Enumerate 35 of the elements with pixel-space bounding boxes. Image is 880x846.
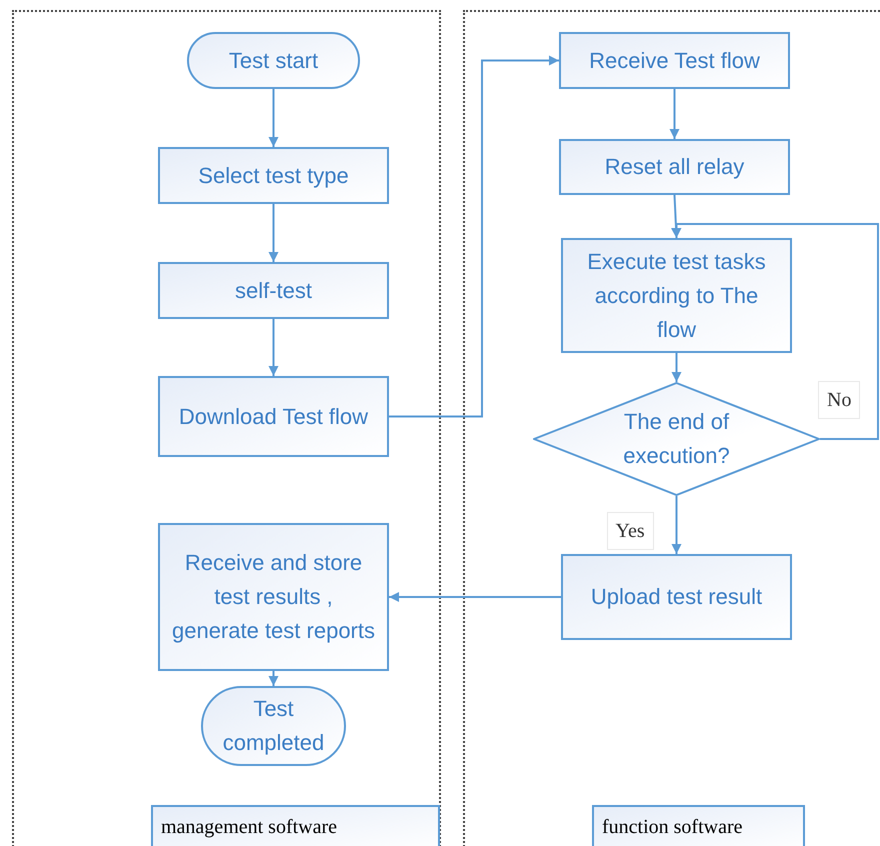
node-text: Download Test flow [178,402,368,430]
process-box [559,32,790,89]
arrow [268,671,278,686]
node-text: Test completed [222,695,326,757]
process-box [158,523,389,671]
lane-title: management software [161,815,338,840]
process-box [158,147,389,204]
arrow [389,592,561,602]
lane-label-box [592,805,805,846]
arrow [670,89,680,139]
process-box [561,238,792,353]
node-text: self-test [234,276,312,304]
process-box [158,376,389,457]
edge-label: No [818,381,860,419]
node-text: Receive Test flow [589,46,760,74]
process-box [561,554,792,640]
arrow [268,204,278,262]
arrow [672,496,682,554]
lane-title: function software [602,815,744,840]
process-box [158,262,389,319]
node-text: Receive and store test results , generate test reports [170,549,376,645]
edge-label: Yes [606,512,654,550]
node-text: Execute test tasks according to The flow [586,248,767,344]
node-text: Upload test result [590,583,762,611]
lane-label-box [151,805,440,846]
node-text: Reset all relay [604,153,744,181]
node-text: The end of execution? [622,408,731,470]
process-box [559,139,790,195]
node-text: Test start [228,46,318,74]
arrow [672,223,879,440]
arrow [268,89,278,147]
arrow [672,353,682,382]
node-text: Select test type [198,162,349,190]
arrow [389,56,559,418]
arrow [268,319,278,376]
